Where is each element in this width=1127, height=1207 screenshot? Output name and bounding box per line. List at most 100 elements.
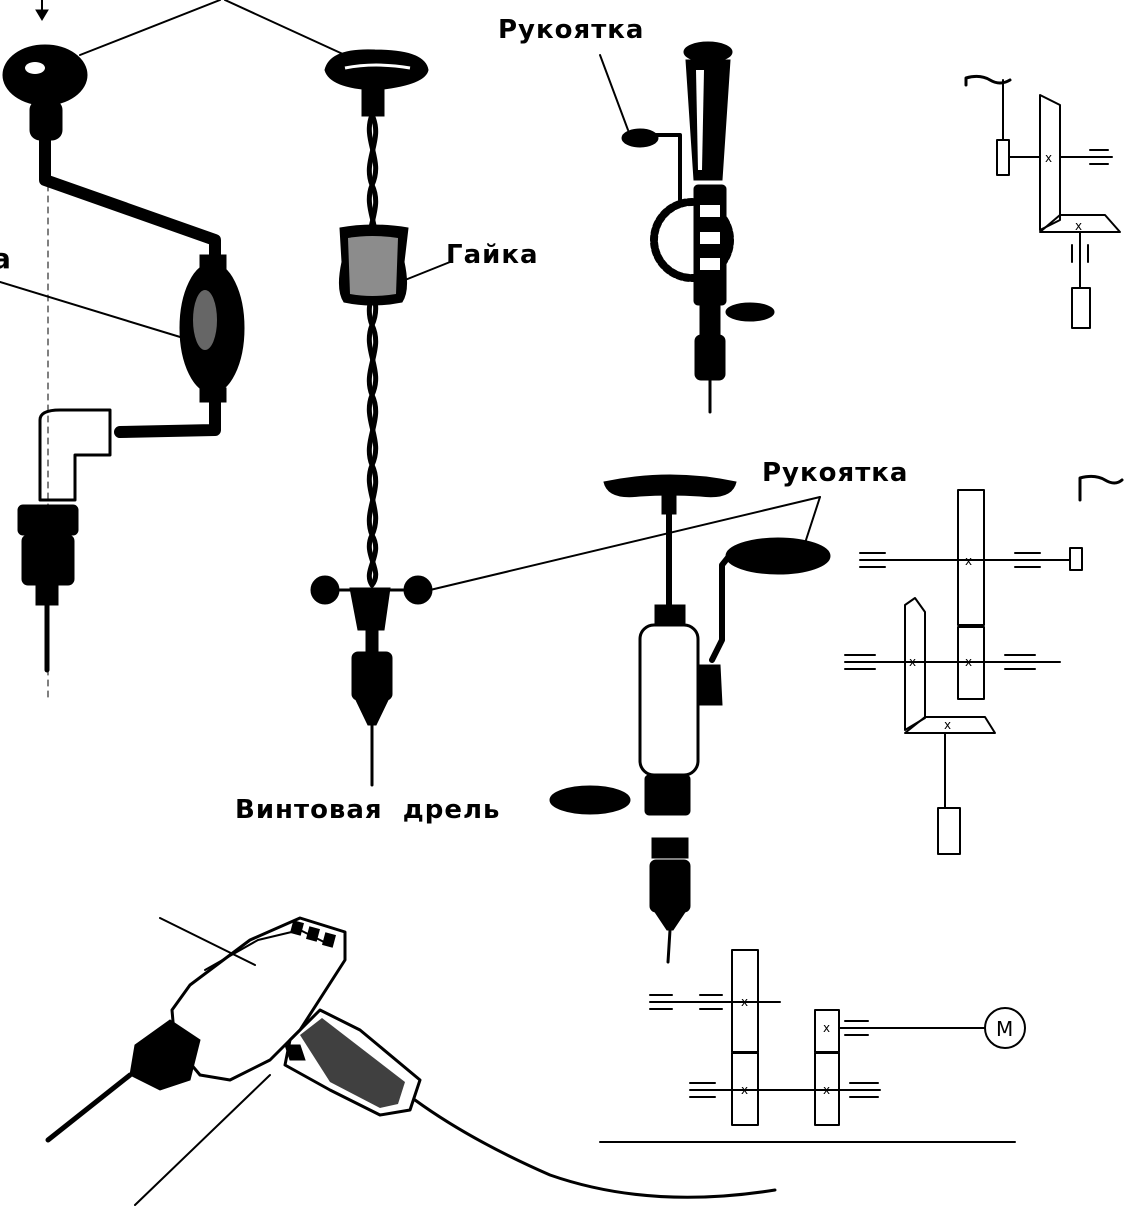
schematic1-chuck [1071, 287, 1091, 329]
screw-drill-shaft [365, 629, 379, 653]
breast-drill-collar [654, 604, 686, 626]
gear-mark: x [741, 1083, 748, 1097]
leader-handle-top [599, 54, 629, 131]
crank-knob [621, 128, 659, 148]
breast-drill-chuck [649, 859, 691, 913]
schematic1-bevel-gear [1039, 94, 1061, 231]
vent-slot-2 [306, 926, 320, 942]
brace-crank-upper-hl [42, 137, 218, 263]
housing-boss [699, 664, 723, 706]
schematic-electric-drill: M x x x x [599, 949, 1026, 1143]
electric-drill-bit [45, 1072, 133, 1143]
screw-spiral-b [366, 112, 379, 588]
breast-drill-nose [654, 911, 686, 931]
hand-drill-chuck [694, 334, 726, 381]
breast-drill-crank-handle [725, 537, 831, 575]
schematic2-lower-gear [904, 716, 996, 734]
schematic2-gear-large [957, 489, 985, 626]
hand-drill-top [599, 41, 775, 414]
schematic-hand-drill: x x [964, 74, 1121, 329]
brace-chuck [21, 534, 75, 586]
screw-drill-chuck-nose [355, 699, 389, 726]
screw-drill [224, 0, 821, 787]
body-window-2 [700, 232, 720, 244]
breast-drill-crank [709, 552, 733, 663]
schematic2-crank-hub [1069, 547, 1083, 571]
handle-highlight [696, 70, 704, 170]
cap-neck [361, 87, 385, 117]
gear-mark: x [965, 554, 972, 568]
power-cord [413, 1098, 777, 1199]
brace-chuck-top [17, 504, 79, 536]
arrow-head-icon [35, 9, 49, 21]
body-window-1 [700, 205, 720, 217]
brace-crank-lower [114, 394, 221, 438]
screw-drill-chuck [351, 651, 393, 701]
body-window-3 [700, 258, 720, 270]
motor-label: M [996, 1017, 1013, 1041]
schematic2-chuck [937, 807, 961, 855]
gear-mark: x [823, 1021, 830, 1035]
flywheel-ball-right [403, 575, 433, 605]
schematic2-crank-handle [1078, 474, 1124, 502]
leader-knob-right [224, 0, 346, 56]
knob-highlight [25, 62, 45, 74]
breast-drill-gear-housing [638, 623, 700, 777]
schematic-breast-drill: x x x x [844, 474, 1124, 855]
motor-circle [984, 1007, 1026, 1049]
hand-drill-top-handle [685, 59, 731, 181]
brace-chuck-nose [35, 584, 59, 606]
breast-drill-bit [666, 928, 672, 964]
leader-flywheel [429, 496, 821, 591]
gear-mark: x [944, 718, 951, 732]
leader-handle-right [805, 496, 821, 541]
electric-drill [45, 916, 777, 1206]
schematic1-pinion [996, 139, 1010, 176]
brace-head-knob [2, 44, 88, 106]
gear-mark: x [1045, 151, 1052, 165]
label-handle-top: Рукоятка [498, 15, 645, 45]
brace-neck [29, 99, 63, 141]
screw-drill-cone [349, 587, 391, 631]
side-handle-small [725, 302, 775, 322]
leader-drill-top [159, 917, 256, 966]
vent-slot-1 [290, 920, 304, 936]
breast-drill-sleeve [651, 837, 689, 859]
grip-highlight [193, 290, 217, 350]
leader-grip [0, 281, 191, 341]
hand-drill-gear-wheel [650, 198, 734, 282]
brace-crank-lower-hl [117, 397, 218, 435]
drill-trigger [284, 1044, 306, 1061]
hand-drill-neck [699, 304, 721, 336]
gear-mark: x [1075, 219, 1082, 233]
gear-mark: x [823, 1083, 830, 1097]
grip-ferrule-top [199, 254, 227, 270]
breast-drill-side-handle [549, 785, 631, 815]
label-cut-left: а [0, 242, 12, 275]
gear-mark: x [965, 655, 972, 669]
schematic2-bevel-gear [904, 597, 926, 731]
gear-mark: x [909, 655, 916, 669]
hand-drill-top-cap [683, 41, 733, 63]
label-screw-drill: Винтовая дрель [235, 795, 501, 825]
drill-chuck [129, 1019, 201, 1091]
nut-hatch-light [348, 236, 398, 296]
schematic1-lower-gear [1039, 214, 1121, 233]
vent-slot-3 [322, 932, 336, 948]
label-handle-right: Рукоятка [762, 458, 909, 488]
screw-drill-cap [324, 49, 429, 91]
brace-drill [0, 0, 245, 701]
drill-pistol-grip [283, 1008, 422, 1117]
gear-mark: x [741, 995, 748, 1009]
brace-elbow [38, 408, 112, 502]
hand-drill-body [693, 184, 727, 306]
leader-knob-left [79, 0, 221, 56]
breast-drill-lower-collar [644, 774, 691, 816]
breast-drill [549, 474, 831, 964]
breast-plate [603, 474, 737, 498]
cap-highlight [344, 63, 411, 70]
label-nut: Гайка [446, 240, 539, 270]
leader-grip-bottom [134, 1074, 271, 1206]
grip-knurl [300, 1018, 405, 1108]
